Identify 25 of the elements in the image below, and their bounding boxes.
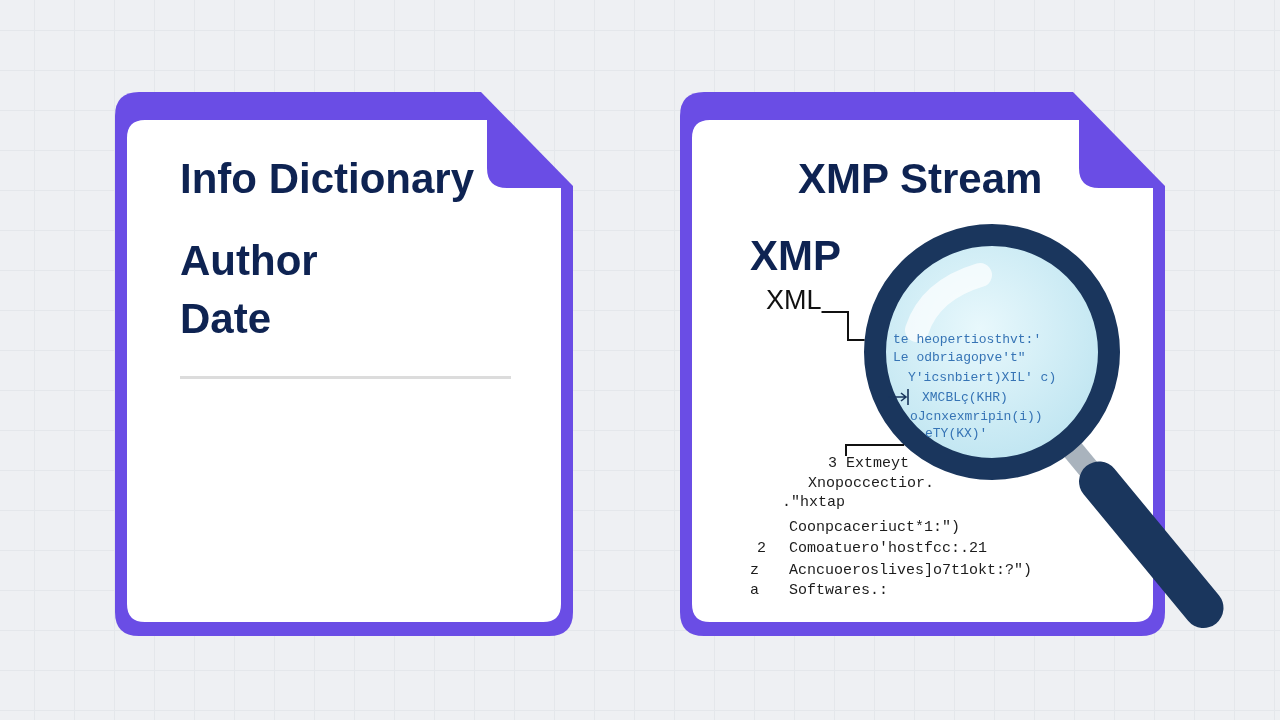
document-page — [115, 92, 573, 636]
document-title: Info Dictionary — [180, 158, 475, 200]
line-marker: a — [750, 583, 759, 598]
code-line: Comoatuero'hostfcc:.21 — [789, 541, 988, 556]
code-line: Acncuoeroslives]o7t1okt:?") — [789, 563, 1033, 578]
code-line: eTY(KX)' — [925, 427, 988, 440]
code-line: Le odbriagopve't" — [893, 351, 1026, 364]
code-line: Y'icsnbiert)XIL' c) — [908, 371, 1057, 384]
code-line: 3 Extmeyt — [828, 456, 909, 471]
line-marker: 2 — [757, 541, 766, 556]
code-line: te heopertiosthvt:' — [893, 333, 1042, 346]
code-line: Softwares.: — [789, 583, 889, 598]
field-name: Author — [180, 240, 318, 282]
leader-line — [820, 311, 866, 341]
line-marker: z — [750, 563, 759, 578]
section-heading: XMP — [750, 235, 841, 277]
field-name: Date — [180, 298, 272, 340]
leader-line — [845, 444, 906, 457]
code-line: XMCBLç(KHR) — [922, 391, 1008, 404]
code-line: ."hxtap — [782, 495, 845, 510]
annotation-text: XML — [766, 287, 822, 314]
document-title: XMP Stream — [798, 158, 1043, 200]
code-line: Coonpcaceriuct*1:") — [789, 520, 961, 535]
code-line: oJcnxexmripin(i)) — [910, 410, 1043, 423]
code-line: Xnopoccectior. — [808, 476, 935, 491]
